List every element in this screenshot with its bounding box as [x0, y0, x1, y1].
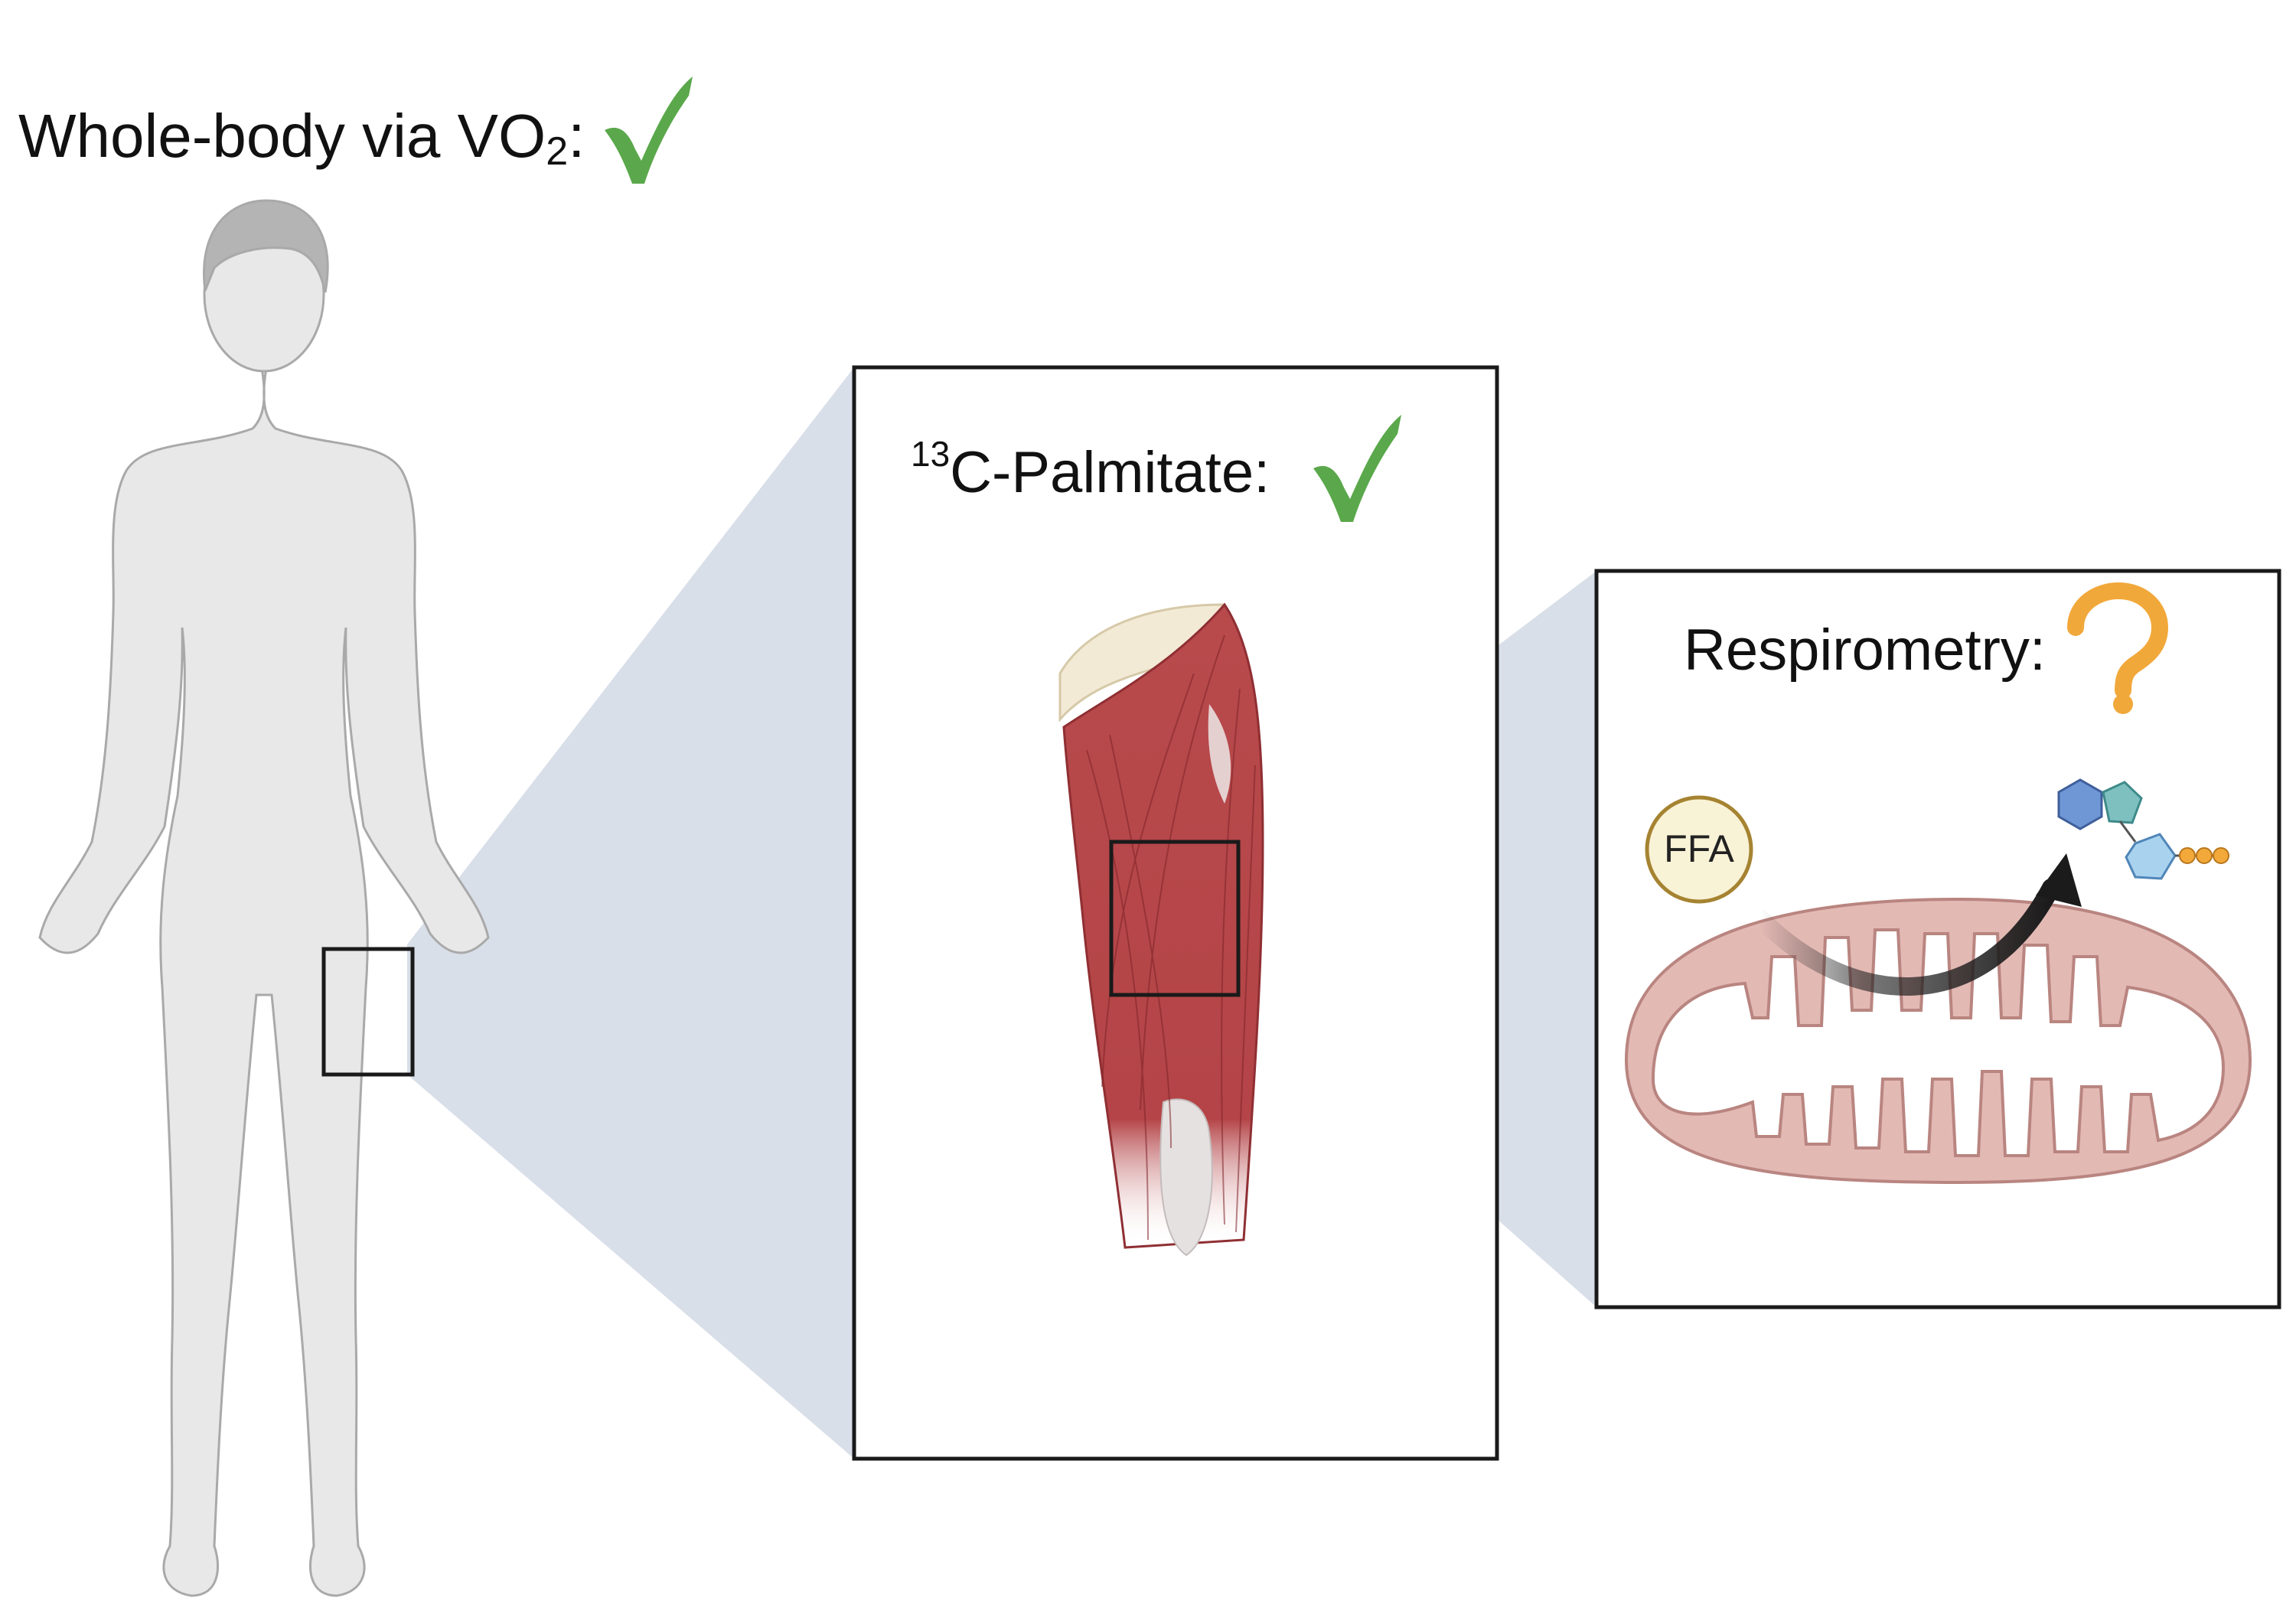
vo2-subscript: 2 — [546, 129, 569, 174]
ffa-label: FFA — [1664, 827, 1734, 870]
atp-molecule-icon — [2057, 778, 2229, 880]
body-silhouette — [38, 358, 490, 1597]
muscle-zoom-box — [1109, 840, 1241, 997]
palmitate-text: C-Palmitate: — [950, 440, 1270, 505]
isotope-superscript: 13 — [911, 434, 951, 474]
muscle-fibers — [1086, 634, 1256, 1241]
palmitate-label: 13C-Palmitate: — [911, 436, 1270, 502]
mitochondrion-inner-membrane — [1651, 928, 2226, 1157]
whole-body-label: Whole-body via VO2: — [18, 106, 585, 174]
ffa-molecule — [1645, 795, 1753, 904]
conversion-arrow — [1751, 879, 2060, 996]
human-body-illustration — [38, 199, 490, 1597]
whole-body-text: Whole-body via VO — [18, 102, 546, 170]
patella-region — [1159, 1098, 1213, 1257]
whole-body-colon: : — [568, 102, 585, 170]
check-mark-icon — [1313, 415, 1401, 522]
thigh-zoom-box — [321, 947, 415, 1077]
thigh-muscle-illustration — [1058, 602, 1264, 1257]
check-mark-icon — [605, 77, 693, 184]
zoom-wedge-thigh-to-muscle — [407, 367, 854, 1459]
respirometry-label: Respirometry: — [1684, 618, 2046, 683]
hair — [203, 199, 329, 293]
mitochondrion — [1624, 897, 2252, 1185]
arrow-head-icon — [2036, 853, 2082, 907]
tendon — [1208, 704, 1231, 804]
question-mark-icon — [2067, 582, 2169, 714]
